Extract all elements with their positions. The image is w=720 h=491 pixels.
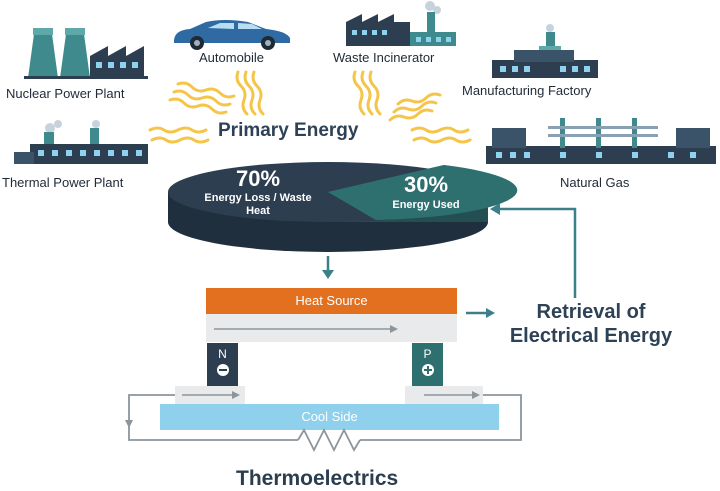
thermoelectric-device: [160, 288, 499, 430]
heat-source-label: Heat Source: [295, 293, 368, 308]
minus-icon: [219, 369, 227, 371]
p-label: P: [423, 347, 432, 361]
thermal-plant-icon: [14, 120, 148, 164]
thermal-plant-label: Thermal Power Plant: [2, 175, 124, 190]
circuit-wire: [125, 394, 522, 453]
used-value: 30%: [403, 172, 449, 197]
heat-source-bar: [206, 288, 457, 314]
retrieval-line-2: Electrical Energy: [509, 325, 673, 347]
n-label: N: [218, 347, 227, 361]
natural-gas-plant-icon: [486, 118, 716, 164]
used-label: Energy Used: [392, 199, 460, 211]
cool-side-label: Cool Side: [301, 409, 358, 424]
primary-energy-heading: Primary Energy: [218, 120, 359, 141]
hot-plate: [206, 314, 457, 342]
automobile-label: Automobile: [199, 50, 265, 65]
manufacturing-factory-label: Manufacturing Factory: [462, 83, 592, 98]
retrieval-line-1: Retrieval of: [536, 301, 646, 323]
thermoelectrics-title: Thermoelectrics: [236, 467, 399, 490]
waste-incinerator-label: Waste Incinerator: [333, 50, 435, 65]
loss-label: Energy Loss / Waste Heat: [204, 192, 312, 217]
heat-waves: [148, 70, 472, 144]
waste-incinerator-icon: [346, 1, 456, 46]
cool-side-bar: [160, 404, 499, 430]
car-icon: [174, 20, 290, 50]
factory-icon: [492, 24, 598, 78]
retrieval-heading: Retrieval of Electrical Energy: [491, 300, 691, 348]
loss-value: 70%: [235, 166, 281, 191]
natural-gas-label: Natural Gas: [560, 175, 630, 190]
arrow-to-retrieval: [466, 308, 495, 318]
nuclear-plant-icon: [24, 28, 148, 79]
arrow-down-to-device: [322, 256, 334, 279]
feedback-arrow: [490, 203, 577, 298]
energy-pie-chart: [168, 162, 518, 252]
nuclear-plant-label: Nuclear Power Plant: [6, 86, 125, 101]
resistor-icon: [297, 427, 361, 453]
